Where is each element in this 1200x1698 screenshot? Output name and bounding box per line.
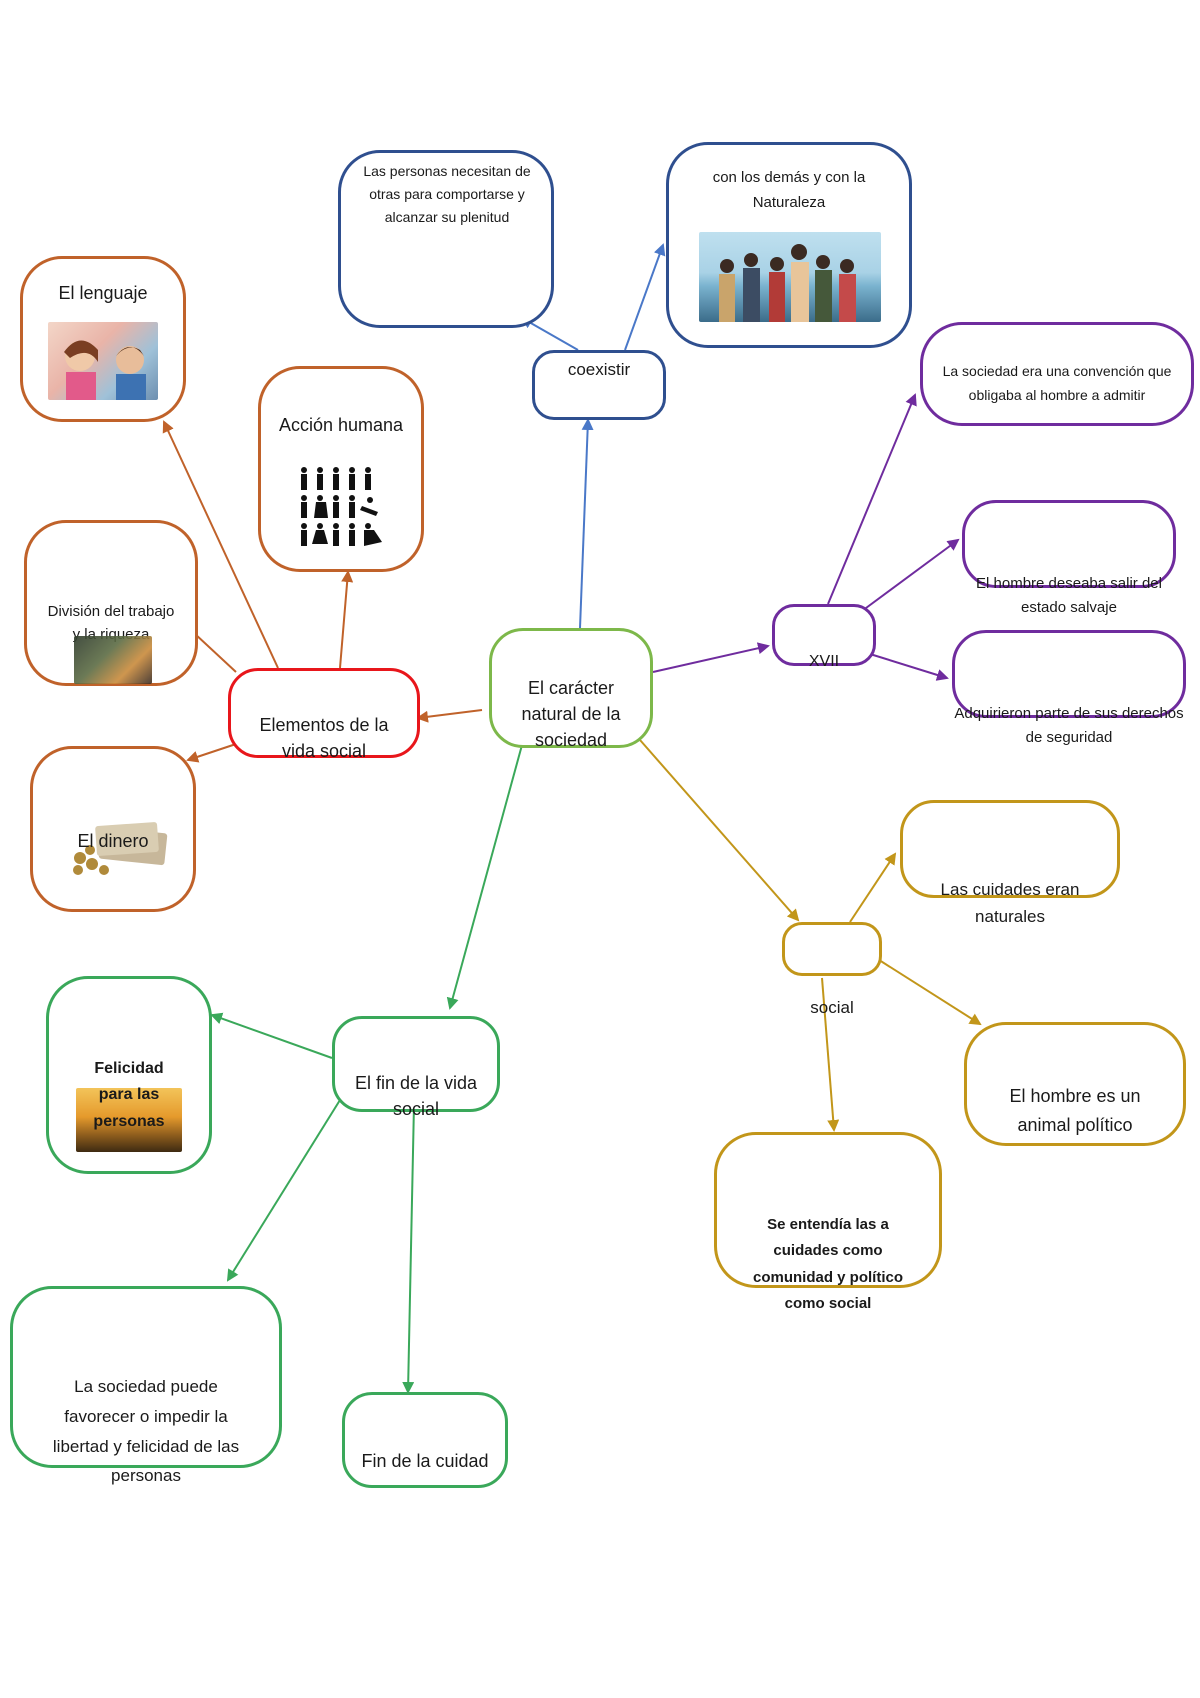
dinero-label: El dinero xyxy=(77,831,149,851)
edge-center-xvii xyxy=(652,642,770,673)
xvii-label: XVII xyxy=(808,653,840,670)
social-node xyxy=(782,922,882,976)
fin-node xyxy=(332,1016,500,1112)
center-label: El carácter natural de la sociedad xyxy=(521,678,621,751)
edge-coexistir-right xyxy=(624,243,666,351)
edge-xvii-box1 xyxy=(827,393,917,605)
lenguaje-label: El lenguaje xyxy=(58,283,148,303)
xvii-box1 xyxy=(920,322,1194,426)
edge-center-fin xyxy=(446,744,523,1010)
edge-xvii-box3 xyxy=(869,653,949,681)
coexistir-left-text: Las personas necesitan de otras para com… xyxy=(363,163,531,226)
social-box1-text: Las cuidades eran naturales xyxy=(940,880,1080,927)
felicidad-label: Felicidad para las personas xyxy=(93,1060,165,1130)
children-talking-photo xyxy=(48,322,158,400)
social-box3-text: Se entendía las a cuidades como comunida… xyxy=(752,1216,903,1312)
fin-label: El fin de la vida social xyxy=(354,1073,478,1120)
money-coins-photo xyxy=(66,820,170,878)
edge-center-social xyxy=(639,739,800,922)
edge-social-box2 xyxy=(875,957,982,1026)
group-of-friends-photo xyxy=(699,232,881,322)
edge-fin-sociedad xyxy=(226,1099,341,1282)
accion-label: Acción humana xyxy=(278,415,404,435)
elements-node xyxy=(228,668,420,758)
human-action-pictograms xyxy=(298,466,384,548)
edge-social-box3 xyxy=(821,977,840,1132)
social-label: social xyxy=(810,998,854,1017)
elements-label: Elementos de la vida social xyxy=(259,715,389,762)
xvii-box3 xyxy=(952,630,1186,718)
work-division-photo xyxy=(74,636,152,684)
xvii-node xyxy=(772,604,876,666)
coexistir-left-box xyxy=(338,150,554,328)
edge-elements-accion xyxy=(339,570,354,669)
center-node xyxy=(489,628,653,748)
xvii-box3-text: Adquirieron parte de sus derechos de seg… xyxy=(954,705,1184,746)
edge-xvii-box2 xyxy=(865,538,960,609)
fin-cuidad-label: Fin de la cuidad xyxy=(361,1451,489,1471)
edge-elements-dinero xyxy=(186,743,237,763)
social-box2 xyxy=(964,1022,1186,1146)
coexistir-right-text: con los demás y con la Naturaleza xyxy=(712,169,866,211)
edge-fin-cuidad xyxy=(402,1103,415,1394)
xvii-box1-text: La sociedad era una convención que oblig… xyxy=(942,363,1172,403)
social-box3 xyxy=(714,1132,942,1288)
edge-social-box1 xyxy=(849,852,897,923)
social-box2-text: El hombre es un animal político xyxy=(1009,1086,1141,1135)
xvii-box2 xyxy=(962,500,1176,588)
sociedad-libertad-box xyxy=(10,1286,282,1468)
edge-fin-felicidad xyxy=(210,1012,333,1059)
edge-coexistir-left xyxy=(520,317,579,351)
fin-cuidad-box xyxy=(342,1392,508,1488)
social-box1 xyxy=(900,800,1120,898)
edge-center-elements xyxy=(416,709,483,723)
sunset-field-photo xyxy=(76,1088,182,1152)
coexistir-node xyxy=(532,350,666,420)
xvii-box2-text: El hombre deseaba salir del estado salva… xyxy=(976,575,1162,616)
edge-center-coexistir xyxy=(579,418,594,629)
accion-box xyxy=(258,366,424,572)
sociedad-libertad-text: La sociedad puede favorecer o impedir la… xyxy=(52,1377,240,1486)
edge-elements-lenguaje xyxy=(162,420,279,669)
coexistir-label: coexistir xyxy=(567,360,631,379)
